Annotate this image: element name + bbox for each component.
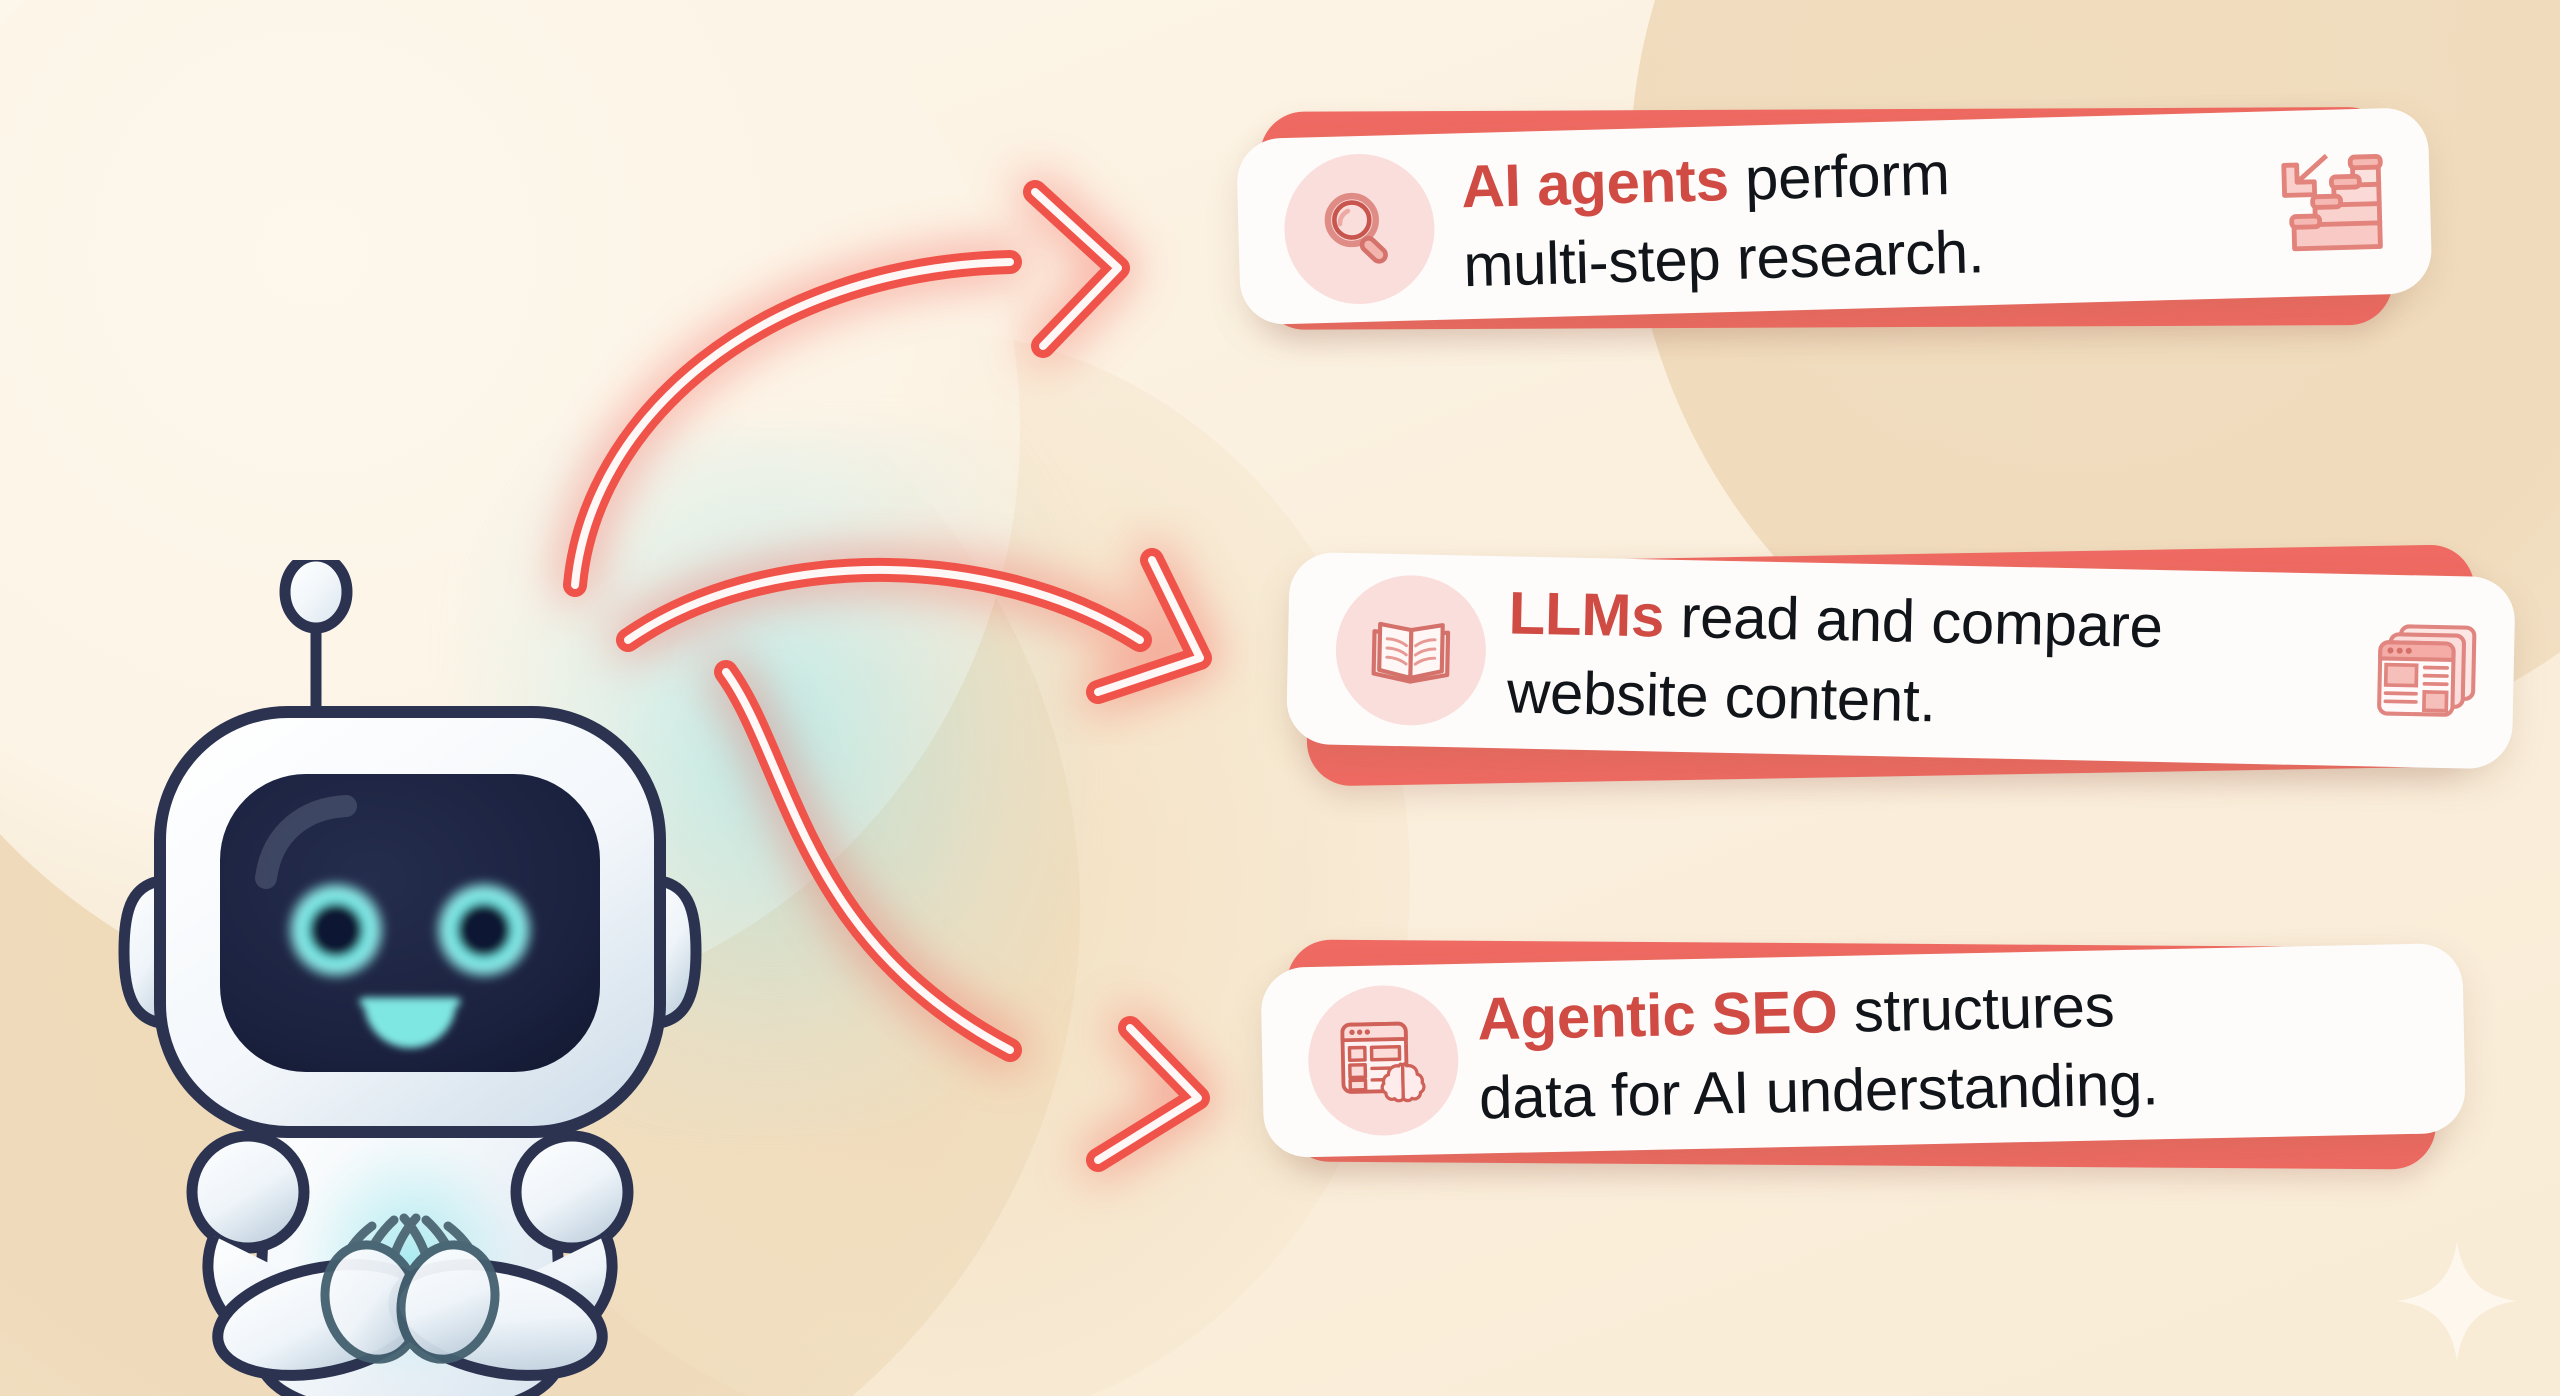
card-1-trailing: [2273, 147, 2394, 258]
browser-brain-icon: [1340, 1021, 1426, 1103]
card-3-highlight: Agentic SEO: [1476, 977, 1839, 1053]
card-1-line2: multi-step research.: [1462, 218, 1986, 300]
card-3-text: Agentic SEO structures data for AI under…: [1477, 959, 2436, 1137]
card-1-icon-badge: [1282, 152, 1437, 307]
card-2-text: LLMs read and compare website content.: [1506, 573, 2349, 749]
arrow-to-card-1: [558, 175, 1135, 602]
card-3-line1-rest: structures: [1836, 972, 2115, 1045]
card-1-text: AI agents perform multi-step research.: [1460, 126, 2248, 306]
robot-character: [118, 560, 702, 1396]
arrow-to-card-3: [709, 655, 1215, 1177]
robot-face-screen: [220, 774, 600, 1072]
magnifier-icon: [1324, 192, 1388, 264]
card-3[interactable]: Agentic SEO structures data for AI under…: [1260, 918, 2467, 1170]
robot-hands: [320, 1213, 500, 1364]
card-2-surface: LLMs read and compare website content.: [1285, 551, 2516, 770]
card-2-trailing: [2369, 619, 2483, 723]
robot-eye-right: [432, 878, 536, 982]
card-2-line2: website content.: [1506, 658, 1937, 735]
open-book-icon: [1371, 621, 1451, 684]
card-1-surface: AI agents perform multi-step research.: [1235, 107, 2433, 326]
card-1-highlight: AI agents: [1460, 145, 1730, 221]
card-1-line1-rest: perform: [1727, 139, 1951, 213]
stacked-browser-windows-icon: [2377, 624, 2477, 717]
card-2-line1-rest: read and compare: [1663, 582, 2164, 660]
four-point-star-icon: [2397, 1241, 2517, 1361]
robot-mouth: [359, 997, 461, 1048]
card-3-icon-badge: [1306, 983, 1460, 1138]
card-1[interactable]: AI agents perform multi-step research.: [1235, 83, 2433, 332]
card-2-highlight: LLMs: [1508, 579, 1665, 650]
card-2-icon-badge: [1334, 573, 1488, 727]
stairs-steps-icon: [2281, 153, 2383, 252]
robot-screen-sheen: [255, 795, 357, 889]
card-3-surface: Agentic SEO structures data for AI under…: [1260, 942, 2467, 1159]
card-3-line2: data for AI understanding.: [1478, 1050, 2160, 1132]
card-2[interactable]: LLMs read and compare website content.: [1285, 528, 2516, 787]
robot-antenna: [279, 560, 353, 716]
robot-eye-left: [284, 878, 388, 982]
